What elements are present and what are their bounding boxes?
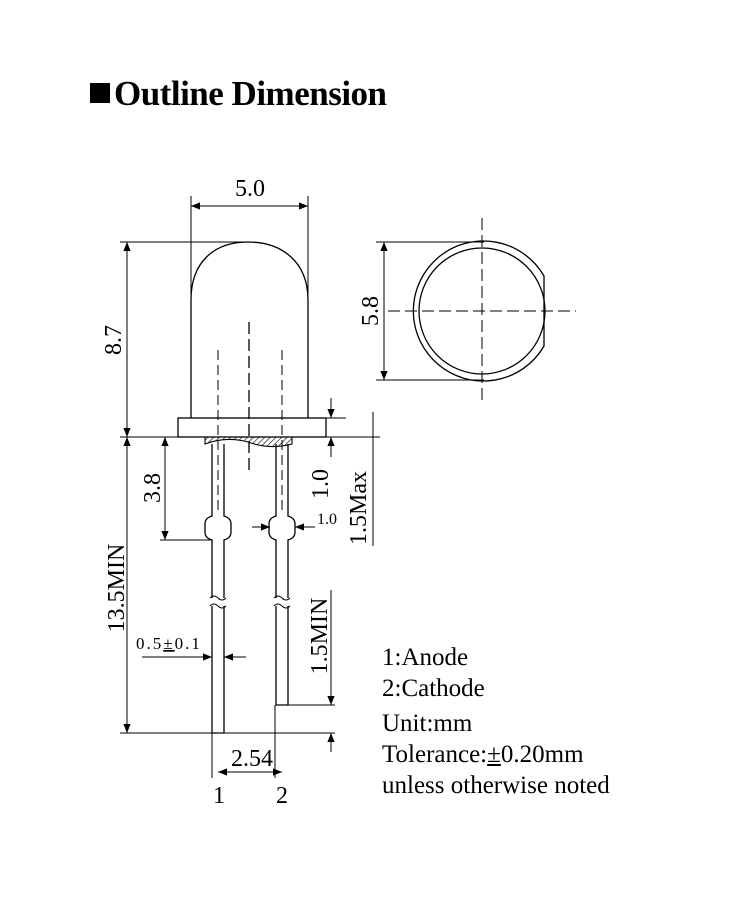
dim-standoff-label: 3.8 [140, 473, 166, 503]
top-view-outline [412, 240, 545, 382]
square-bullet-icon [90, 83, 110, 103]
page-title: Outline Dimension [90, 74, 387, 114]
note-unit: Unit:mm [382, 710, 473, 737]
dim-flange-thickness-label: 1.0 [308, 469, 334, 499]
dim-flange-label: 5.8 [358, 296, 384, 326]
cathode-lead [268, 444, 296, 706]
dim-lead-diff-label: 1.5MIN [307, 598, 333, 675]
dim-lead-length-label: 13.5MIN [104, 544, 130, 633]
dim-pitch-label: 2.54 [231, 746, 273, 772]
dim-width-label: 5.0 [235, 176, 265, 202]
note-cathode: 2:Cathode [382, 675, 485, 702]
pin-1-label: 1 [213, 783, 225, 809]
note-tolerance-suffix: unless otherwise noted [382, 772, 610, 799]
dim-kink-label: 1.0 [317, 511, 337, 528]
led-flange [177, 417, 327, 438]
dim-resin-max-label: 1.5Max [346, 471, 372, 545]
pin-2-label: 2 [276, 783, 288, 809]
dim-lead-width-label: 0.5±0.1 [136, 634, 202, 653]
note-tolerance: Tolerance:±0.20mm [382, 741, 584, 768]
anode-lead [204, 444, 232, 734]
dim-height-label: 8.7 [101, 325, 127, 355]
note-anode: 1:Anode [382, 644, 469, 671]
notes-block: 1:Anode 2:Cathode Unit:mm Tolerance:±0.2… [382, 642, 610, 801]
